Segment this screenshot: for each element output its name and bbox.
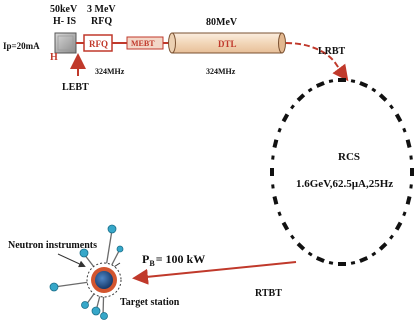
ring-magnet-segment <box>272 139 279 148</box>
ring-magnet-segment <box>296 242 306 251</box>
ring-magnet-segment <box>271 155 275 160</box>
ring-magnet-segment <box>290 104 295 110</box>
instrument-station <box>79 248 89 258</box>
lrbt-label: LRBT <box>318 46 346 57</box>
ring-magnet-segment <box>409 155 413 160</box>
rfq-top-label: RFQ <box>91 16 112 27</box>
ring-magnet-segments <box>270 78 414 266</box>
rtbt-section: RTBT <box>132 261 297 299</box>
ring-magnet-segment <box>371 87 377 93</box>
ring-magnet-segment <box>405 196 412 205</box>
ring-magnet-segment <box>277 127 282 133</box>
linac-section: 50keV 3 MeV H- IS RFQ Ip=20mA H RFQ MEBT… <box>3 4 286 93</box>
rtbt-line <box>132 261 297 285</box>
beam-power-label: PB= 100 kW <box>142 252 205 268</box>
ring-magnet-segment <box>410 168 414 176</box>
ring-magnet-segment <box>270 168 274 176</box>
ring-magnet-segment <box>307 251 313 257</box>
ring-magnet-segment <box>328 261 334 265</box>
mebt-label: MEBT <box>131 39 155 48</box>
neutron-instruments-label: Neutron instruments <box>8 240 97 251</box>
rfq-block-label: RFQ <box>89 39 108 49</box>
ion-source-label: H- IS <box>53 16 77 27</box>
ring-magnet-segment <box>338 78 346 82</box>
target-station-core <box>95 271 113 289</box>
ring-magnet-segment <box>315 256 325 263</box>
dtl-tube-right-cap <box>278 32 286 54</box>
instruments-pointer <box>57 253 86 268</box>
ring-magnet-segment <box>378 93 388 102</box>
target-station-group: Neutron instruments PB= 100 kW Target st… <box>8 224 205 320</box>
rcs-label: RCS <box>338 151 360 163</box>
ring-magnet-segment <box>402 127 407 133</box>
ring-magnet-segment <box>272 196 279 205</box>
mebt-block <box>126 36 164 50</box>
lrbt-section: LRBT <box>285 42 349 82</box>
ring-magnet-segment <box>338 262 346 266</box>
dtl-tube-left-cap <box>168 32 176 54</box>
ion-source-inner <box>57 35 74 51</box>
instrument-station <box>107 224 117 234</box>
neutron-instrument-stations <box>49 224 124 320</box>
rfq-block <box>83 34 113 52</box>
instrument-station <box>100 312 108 320</box>
ring-magnet-segment <box>359 256 369 263</box>
h-minus-label: H <box>50 52 58 63</box>
dtl-energy-label: 80MeV <box>206 17 238 28</box>
ring-magnet-segment <box>350 79 356 83</box>
ring-magnet-segment <box>389 234 394 240</box>
ring-magnet-segment <box>359 81 369 88</box>
ring-magnet-segment <box>296 93 306 102</box>
ring-magnet-segment <box>409 184 413 189</box>
ring-magnet-segment <box>271 184 275 189</box>
rfq-frequency-label: 324MHz <box>95 67 125 76</box>
ring-magnet-segment <box>394 221 403 231</box>
instrument-station <box>116 245 124 253</box>
dtl-frequency-label: 324MHz <box>206 67 236 76</box>
rfq-energy-label: 3 MeV <box>87 4 116 15</box>
ring-magnet-segment <box>315 81 325 88</box>
ring-magnet-segment <box>389 104 394 110</box>
ring-magnet-segment <box>371 251 377 257</box>
ring-magnet-segment <box>405 139 412 148</box>
ring-magnet-segment <box>394 113 403 123</box>
lrbt-line <box>285 42 349 82</box>
current-label: Ip=20mA <box>3 41 40 51</box>
ring-magnet-segment <box>290 234 295 240</box>
ring-magnet-segment <box>402 211 407 217</box>
ring-magnet-segment <box>281 221 290 231</box>
lebt-label: LEBT <box>62 82 89 93</box>
ring-magnet-segment <box>378 242 388 251</box>
rcs-ring: RCS 1.6GeV,62.5µA,25Hz <box>270 78 414 266</box>
ion-source-energy-label: 50keV <box>50 4 78 15</box>
ring-magnet-segment <box>328 79 334 83</box>
target-station-label: Target station <box>120 297 180 308</box>
instrument-station <box>49 282 59 292</box>
ring-magnet-segment <box>277 211 282 217</box>
ring-magnet-segment <box>307 87 313 93</box>
ring-magnet-segment <box>350 261 356 265</box>
dtl-label: DTL <box>218 39 237 49</box>
rtbt-label: RTBT <box>255 288 282 299</box>
instrument-station <box>91 306 101 316</box>
ring-magnet-segment <box>281 113 290 123</box>
rcs-parameters: 1.6GeV,62.5µA,25Hz <box>296 178 393 190</box>
instrument-station <box>81 301 89 309</box>
